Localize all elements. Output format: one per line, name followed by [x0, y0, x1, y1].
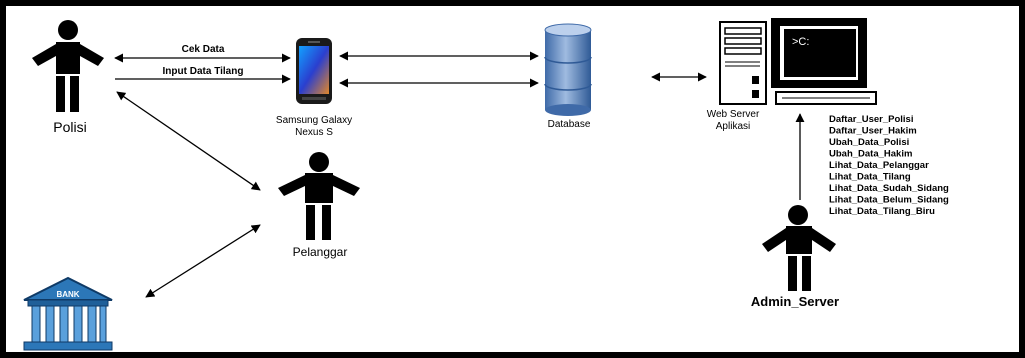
arrow-bank-pelanggar — [145, 224, 261, 298]
admin-function-item: Lihat_Data_Sudah_Sidang — [829, 183, 949, 194]
admin-server-label: Admin_Server — [751, 294, 839, 309]
smartphone-icon — [296, 38, 332, 104]
bank-building: BANK — [23, 276, 113, 351]
admin-function-item: Daftar_User_Polisi — [829, 114, 913, 125]
arrow-polisi-pelanggar — [116, 91, 261, 191]
bank-sign: BANK — [56, 290, 79, 299]
pelanggar-actor: Pelanggar — [278, 152, 360, 259]
admin-function-item: Daftar_User_Hakim — [829, 126, 917, 137]
smartphone-device: Samsung Galaxy Nexus S — [276, 38, 352, 138]
database-icon — [544, 23, 592, 116]
cek-data-label: Cek Data — [182, 44, 225, 55]
phone-label-line-1: Samsung Galaxy — [276, 115, 352, 126]
admin-server-actor: Admin_Server — [751, 205, 839, 309]
polisi-label: Polisi — [53, 119, 86, 135]
phone-label-line-2: Nexus S — [295, 127, 333, 138]
admin-function-list: Daftar_User_Polisi Daftar_User_Hakim Uba… — [829, 114, 949, 217]
database-label: Database — [548, 119, 591, 130]
database-device: Database — [544, 23, 592, 130]
person-icon — [762, 205, 836, 291]
polisi-actor: Polisi — [32, 20, 104, 135]
admin-function-item: Lihat_Data_Tilang — [829, 172, 911, 183]
admin-function-item: Lihat_Data_Belum_Sidang — [829, 195, 949, 206]
admin-function-item: Ubah_Data_Polisi — [829, 137, 909, 148]
terminal-prompt: >C: — [792, 36, 809, 48]
admin-function-item: Lihat_Data_Pelanggar — [829, 160, 929, 171]
person-icon — [278, 152, 360, 240]
server-computer-icon — [719, 18, 877, 105]
person-icon — [32, 20, 104, 112]
bank-icon — [23, 276, 113, 351]
admin-function-item: Lihat_Data_Tilang_Biru — [829, 206, 935, 217]
web-server-device: >C: Web Server Aplikasi — [707, 18, 877, 132]
input-data-tilang-label: Input Data Tilang — [163, 66, 244, 77]
web-server-label-line-1: Web Server — [707, 109, 760, 120]
web-server-label-line-2: Aplikasi — [716, 121, 750, 132]
pelanggar-label: Pelanggar — [293, 245, 348, 259]
connectors — [114, 51, 805, 298]
admin-function-item: Ubah_Data_Hakim — [829, 149, 912, 160]
